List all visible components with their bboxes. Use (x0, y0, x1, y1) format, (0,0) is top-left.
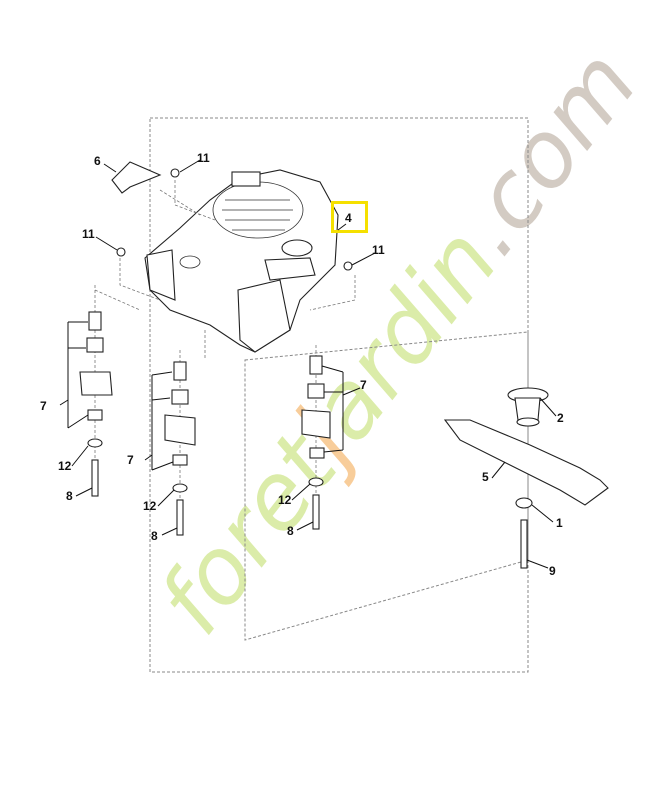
nut-11-top (170, 168, 180, 178)
callout-8-mid: 8 (151, 529, 158, 543)
callout-6: 6 (94, 154, 101, 168)
callout-4: 4 (345, 211, 352, 225)
mount-stack-left (67, 285, 206, 497)
mount-stack-right (301, 345, 344, 530)
engine-drawing (119, 169, 356, 353)
nut-11-right (343, 261, 353, 271)
svg-text:foretjardin.com: foretjardin.com (138, 31, 652, 654)
blade-assembly (443, 387, 609, 569)
callout-7-left: 7 (40, 399, 47, 413)
callout-11-right: 11 (372, 243, 385, 257)
callout-12-left: 12 (58, 459, 72, 473)
callout-7-right: 7 (360, 378, 367, 392)
leader-lines (59, 159, 557, 569)
callout-7-mid: 7 (127, 453, 134, 467)
callout-2: 2 (557, 411, 564, 425)
callout-8-left: 8 (66, 489, 73, 503)
callout-1: 1 (556, 516, 563, 530)
callout-8-right: 8 (287, 524, 294, 538)
mount-stack-middle (151, 350, 196, 536)
callout-12-right: 12 (278, 493, 292, 507)
part-6-shape (111, 161, 162, 194)
callout-9: 9 (549, 564, 556, 578)
callout-highlight-box (331, 201, 368, 233)
callout-12-mid: 12 (143, 499, 157, 513)
nut-11-left (116, 247, 126, 257)
watermark-logo: foretjardin.com (138, 31, 652, 654)
callout-5: 5 (482, 470, 489, 484)
callout-11-left: 11 (82, 227, 95, 241)
callout-11-top: 11 (197, 151, 210, 165)
